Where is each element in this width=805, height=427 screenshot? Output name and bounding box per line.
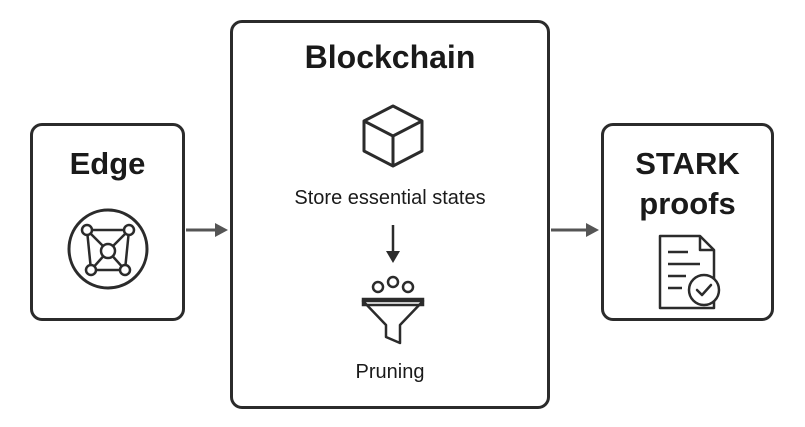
cube-icon [362, 104, 424, 168]
funnel-icon [361, 275, 425, 345]
stark-proofs-box: STARK proofs [601, 123, 774, 321]
network-node-icon [67, 208, 149, 290]
edge-box: Edge [30, 123, 185, 321]
stark-title-line1: STARK [635, 146, 740, 181]
blockchain-box: Blockchain Store essential states Prunin… [230, 20, 550, 409]
arrow-edge-to-blockchain [186, 223, 228, 237]
arrow-blockchain-to-stark [551, 223, 599, 237]
edge-title: Edge [69, 146, 146, 181]
blockchain-title: Blockchain [304, 39, 476, 75]
stark-title-line2: proofs [639, 186, 736, 221]
stark-proofs-title: STARK proofs [604, 144, 771, 224]
document-check-icon [658, 234, 721, 310]
pruning-label: Pruning [355, 361, 425, 383]
store-essential-states-label: Store essential states [294, 187, 486, 209]
down-arrow [386, 225, 400, 263]
